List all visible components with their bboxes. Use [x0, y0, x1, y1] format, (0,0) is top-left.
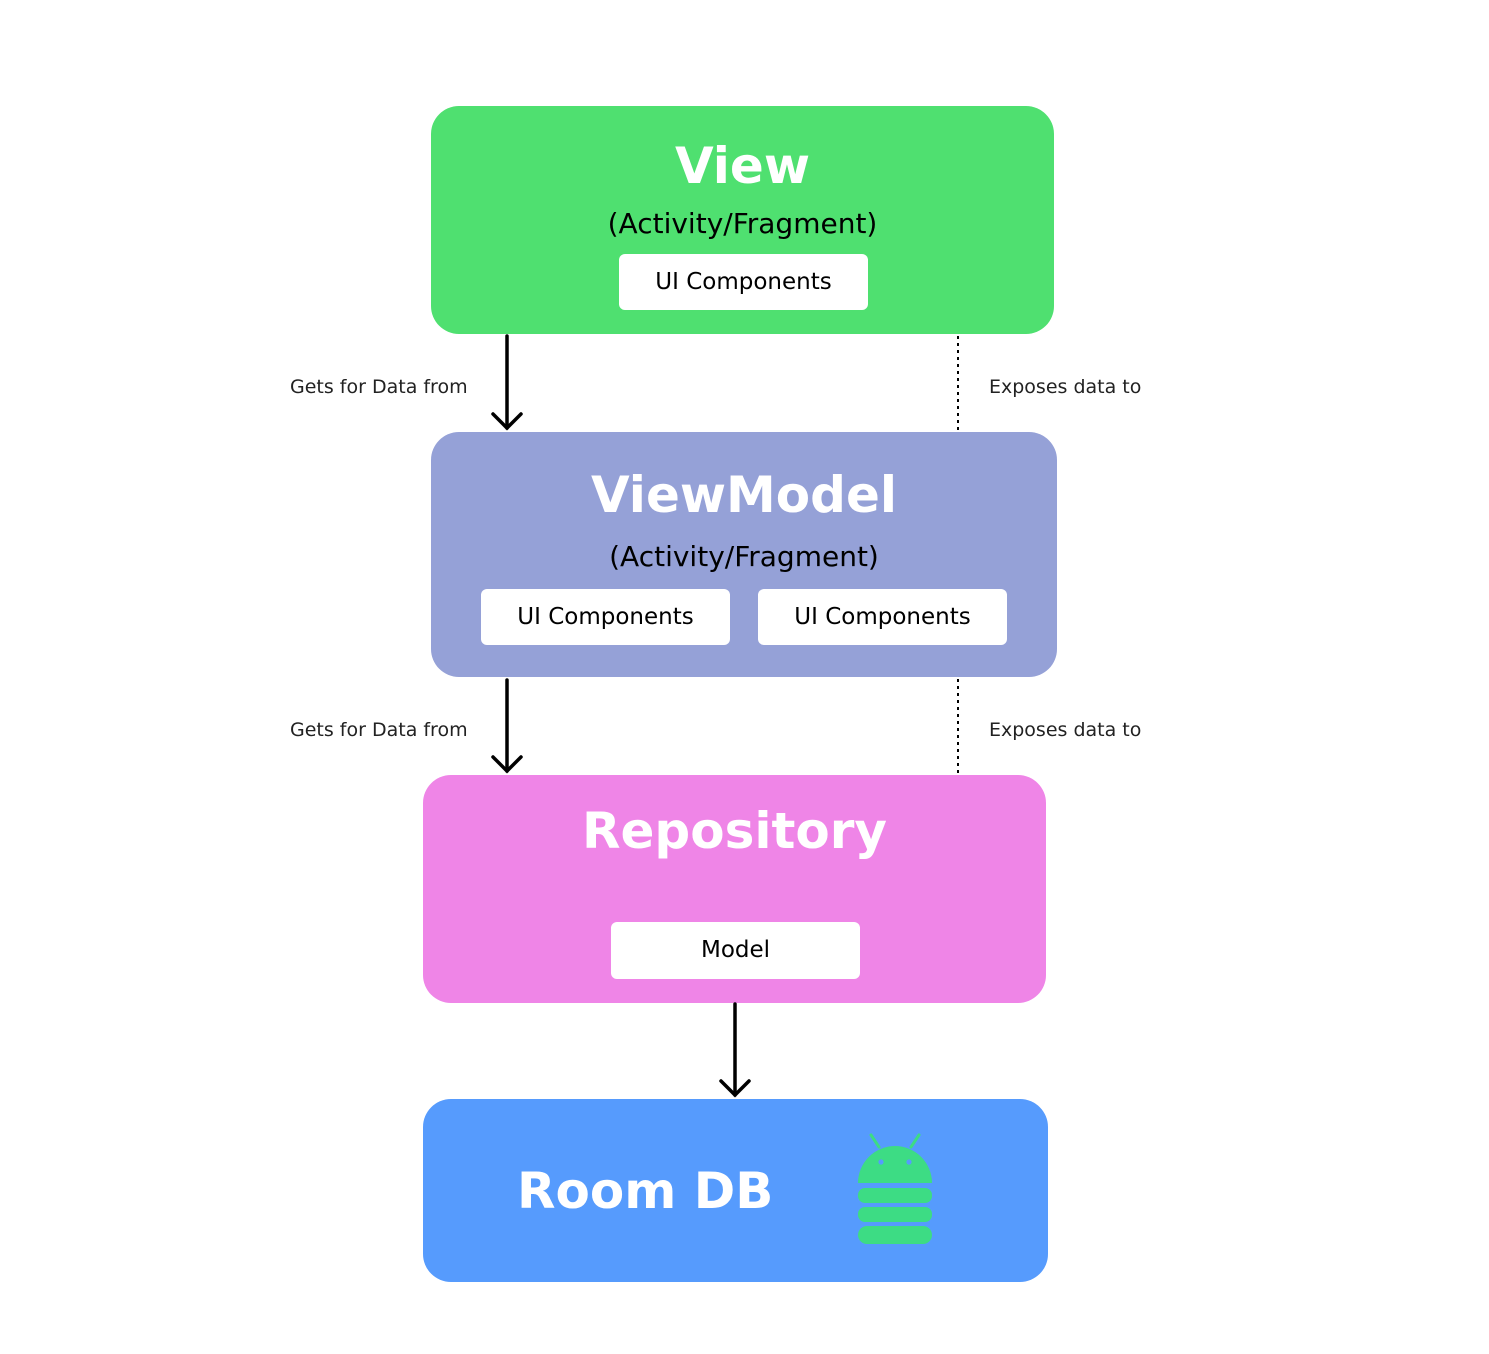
edge-label-gets-data-2: Gets for Data from — [290, 719, 468, 741]
roomdb-block: Room DB — [423, 1099, 1048, 1282]
edge-label-gets-data-1: Gets for Data from — [290, 376, 468, 398]
edge-label-exposes-data-1: Exposes data to — [989, 376, 1142, 398]
view-subtitle: (Activity/Fragment) — [607, 207, 878, 240]
repository-title: Repository — [582, 802, 887, 860]
edge-label-exposes-data-2: Exposes data to — [989, 719, 1142, 741]
arrow-repository-to-roomdb — [719, 1002, 751, 1098]
android-database-icon — [858, 1133, 932, 1244]
roomdb-title: Room DB — [517, 1162, 774, 1220]
repository-block: Repository Model — [423, 775, 1046, 1003]
viewmodel-block: ViewModel (Activity/Fragment) UI Compone… — [431, 432, 1057, 677]
arrow-view-to-viewmodel — [491, 334, 523, 431]
repository-model-chip: Model — [611, 922, 860, 979]
viewmodel-ui-components-chip-1: UI Components — [481, 589, 730, 645]
viewmodel-subtitle: (Activity/Fragment) — [609, 540, 879, 573]
viewmodel-title: ViewModel — [590, 466, 897, 524]
viewmodel-ui-components-chip-2: UI Components — [758, 589, 1007, 645]
arrow-viewmodel-to-repository — [491, 678, 523, 774]
view-block: View (Activity/Fragment) UI Components — [431, 106, 1054, 334]
view-ui-components-chip: UI Components — [619, 254, 868, 310]
view-title: View — [674, 137, 811, 195]
